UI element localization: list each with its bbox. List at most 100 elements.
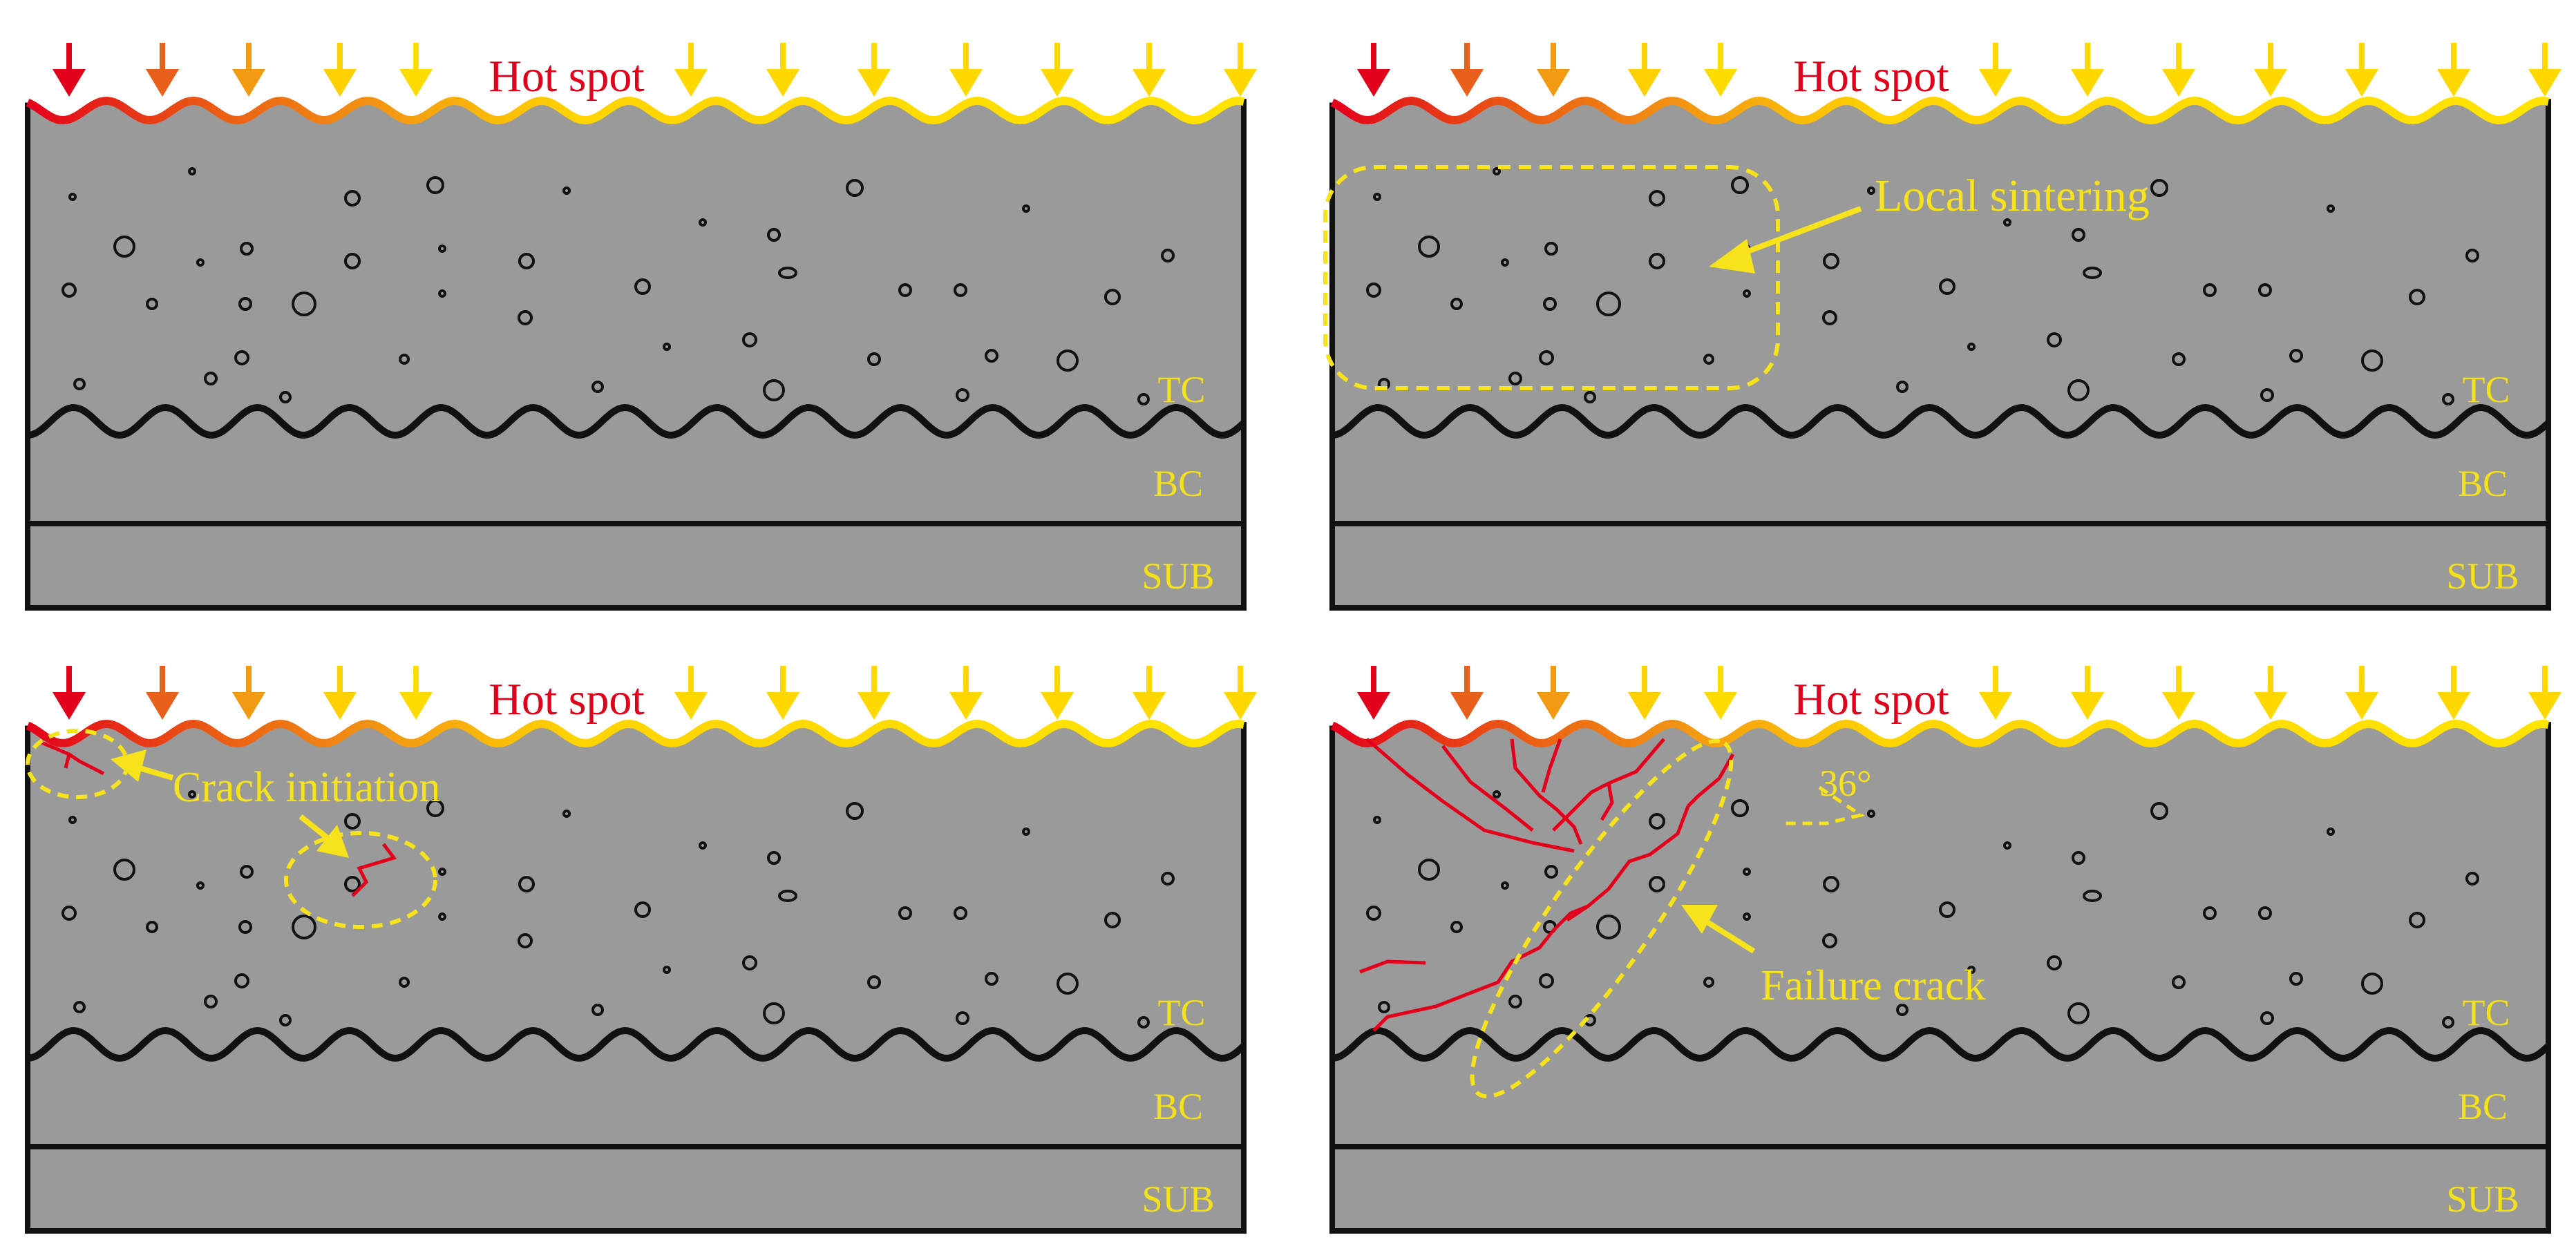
pore <box>1823 253 1839 269</box>
sub-label: SUB <box>1142 1178 1214 1220</box>
heat-arrow-head <box>1041 692 1074 720</box>
pore <box>2203 906 2217 920</box>
pore <box>898 283 912 297</box>
pore <box>1822 933 1837 948</box>
heat-arrow-head <box>2162 692 2195 720</box>
pore <box>867 975 881 989</box>
pore <box>196 258 205 267</box>
pore <box>1450 298 1463 310</box>
pore <box>113 236 135 258</box>
pore <box>344 253 361 269</box>
pore <box>1596 915 1621 939</box>
pore <box>1544 865 1558 879</box>
pore <box>2072 851 2085 865</box>
hot-surface <box>1330 96 2550 125</box>
pore <box>204 372 218 385</box>
pore <box>399 977 410 988</box>
pore <box>1161 249 1175 262</box>
pore <box>1366 906 1381 921</box>
pore <box>73 378 86 390</box>
bc-label: BC <box>2458 463 2508 504</box>
heat-arrow-head <box>1979 692 2012 720</box>
pore <box>562 186 571 195</box>
pore <box>1596 291 1621 316</box>
angle-label: 36° <box>1819 763 1872 804</box>
pore <box>954 283 967 297</box>
pore <box>2003 841 2011 850</box>
substrate-layer <box>25 521 1247 611</box>
pore <box>438 912 446 921</box>
heat-arrow-head <box>1041 69 1074 97</box>
hot-surface <box>1330 719 2550 748</box>
panel-crack-initiation: Hot spot Crack initiation TC BC SUB <box>25 666 1257 1234</box>
pore <box>1450 921 1463 933</box>
pore <box>2258 906 2272 920</box>
pore <box>1022 204 1030 213</box>
pore <box>68 816 77 824</box>
tc-label: TC <box>1157 369 1205 410</box>
pore <box>238 920 252 934</box>
pore <box>2067 1002 2090 1024</box>
pore <box>1508 372 1522 385</box>
pore <box>188 790 196 798</box>
tc-label: TC <box>2462 369 2510 410</box>
pore <box>2047 955 2062 970</box>
pore <box>234 350 249 365</box>
heat-arrow-head <box>1450 692 1484 720</box>
hot-spot-label: Hot spot <box>1793 674 1949 725</box>
hot-spot-label: Hot spot <box>489 674 645 725</box>
heat-arrow-head <box>2528 692 2561 720</box>
heat-arrow-head <box>1704 69 1737 97</box>
heat-arrow-head <box>53 69 86 97</box>
failure-crack-label: Failure crack <box>1761 962 1985 1009</box>
heat-arrow-head <box>2437 69 2470 97</box>
pore <box>867 352 881 366</box>
heat-arrow-head <box>2071 69 2104 97</box>
pore <box>742 955 757 970</box>
top-coat-layer <box>28 724 1244 1058</box>
pore <box>2258 283 2272 297</box>
heat-arrow-head <box>1537 69 1570 97</box>
heat-arrow-head <box>766 692 799 720</box>
pore <box>2289 349 2303 363</box>
pore <box>518 253 535 269</box>
pore <box>2003 218 2011 227</box>
pore <box>954 906 967 920</box>
pore <box>1057 973 1079 995</box>
pore <box>1539 350 1554 365</box>
pore <box>767 228 781 242</box>
pores <box>61 167 1175 405</box>
heat-arrow-head <box>858 69 891 97</box>
heat-arrow-head <box>1979 69 2012 97</box>
pore <box>1366 283 1381 298</box>
pore <box>1743 912 1751 921</box>
pore <box>1057 350 1079 372</box>
pore <box>2361 973 2383 995</box>
pore <box>1543 297 1557 311</box>
pore <box>279 1014 292 1026</box>
pore <box>1939 278 1955 295</box>
heat-arrow-head <box>858 692 891 720</box>
heat-arrow-head <box>949 69 983 97</box>
pore <box>1539 973 1554 988</box>
heat-arrow-head <box>1628 692 1661 720</box>
heat-arrow-head <box>1357 69 1390 97</box>
pore <box>2172 352 2186 366</box>
heat-arrow-head <box>2437 692 2470 720</box>
heat-arrow-head <box>53 692 86 720</box>
pore <box>68 193 77 201</box>
pore <box>61 906 77 921</box>
heat-arrow-head <box>399 692 433 720</box>
pore <box>985 349 998 363</box>
pore <box>2465 872 2479 886</box>
pore <box>1544 242 1558 256</box>
crack-initiation-label: Crack initiation <box>173 764 440 811</box>
pore <box>663 343 671 351</box>
pore <box>1137 393 1150 405</box>
pore-crack <box>351 843 397 897</box>
pore <box>1493 167 1501 175</box>
failure-arrow-head <box>1681 905 1718 934</box>
pore <box>1104 912 1121 928</box>
pore <box>238 297 252 311</box>
